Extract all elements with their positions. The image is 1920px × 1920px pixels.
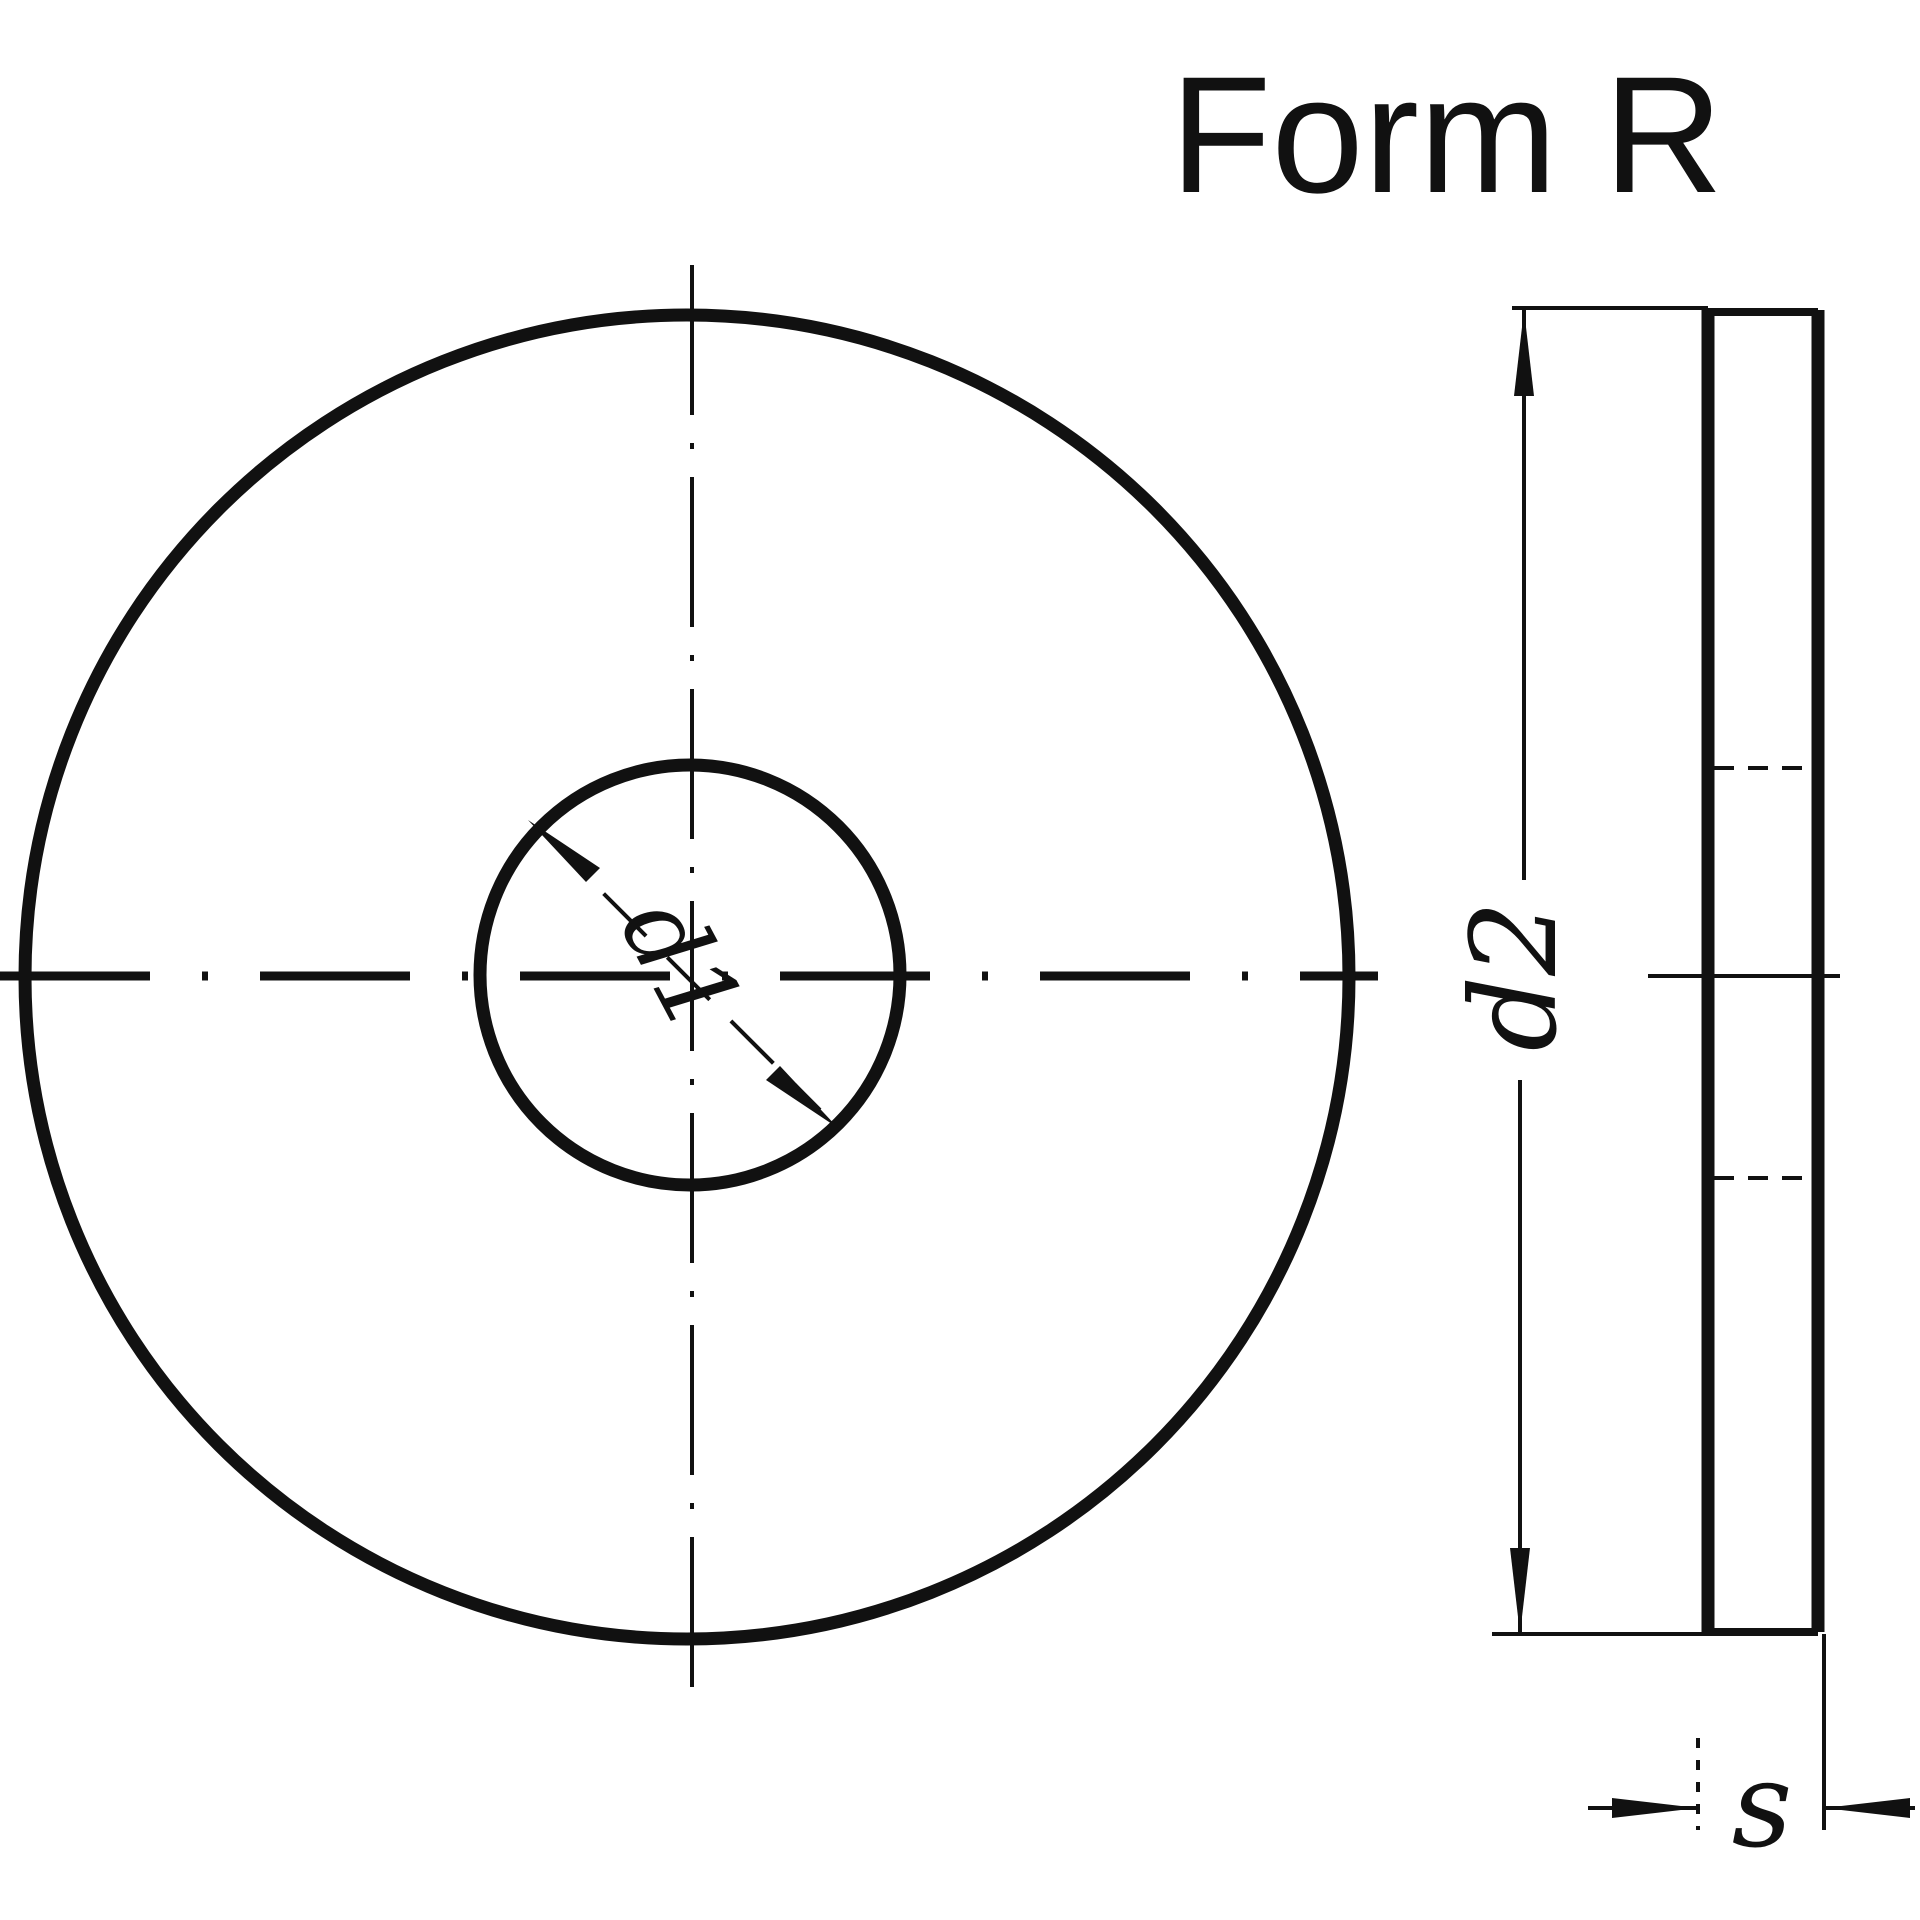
d2-label: d2 bbox=[1445, 901, 1583, 1052]
s-arrow-right bbox=[1824, 1798, 1910, 1818]
d2-arrow-bottom bbox=[1510, 1548, 1530, 1634]
s-dimension: s bbox=[1588, 1634, 1915, 1874]
d2-dimension: d2 bbox=[1445, 310, 1583, 1634]
s-arrow-left bbox=[1612, 1798, 1698, 1818]
d1-dimension-line bbox=[538, 828, 822, 1112]
form-title: Form R bbox=[1170, 43, 1723, 228]
d1-label: d1 bbox=[597, 878, 767, 1052]
d1-arrow-bottom bbox=[766, 1066, 838, 1128]
s-label: s bbox=[1732, 1736, 1793, 1874]
side-view: d2 s bbox=[1445, 306, 1915, 1874]
front-view: d1 bbox=[0, 265, 1378, 1705]
outer-circle bbox=[18, 308, 1356, 1646]
inner-circle bbox=[473, 758, 907, 1192]
d2-arrow-top bbox=[1514, 310, 1534, 396]
d1-arrow-top bbox=[528, 820, 600, 882]
